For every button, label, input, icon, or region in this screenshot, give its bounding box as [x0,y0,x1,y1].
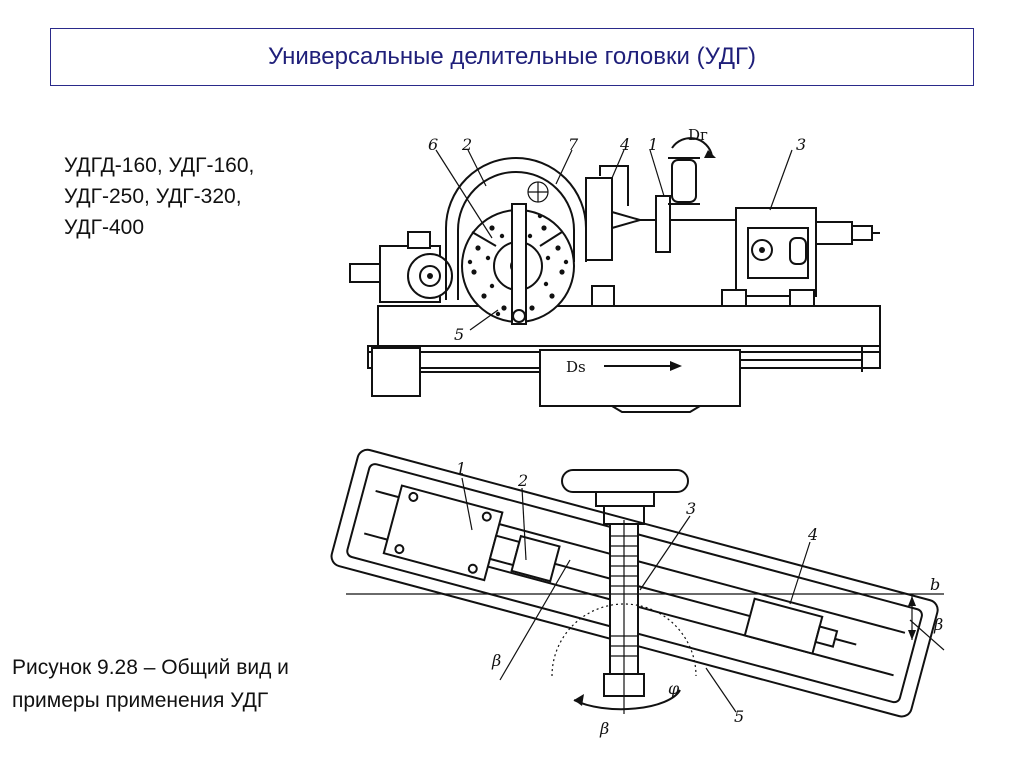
machine-table [377,305,881,347]
figure-caption: Рисунок 9.28 – Общий вид и примеры приме… [12,651,289,717]
feed-label: Ds [566,358,586,376]
callout-label: 2 [461,135,472,154]
caption-line: Рисунок 9.28 – Общий вид и [12,656,289,679]
rotation-label: Dг [688,126,708,144]
callout-label: 6 [428,135,438,154]
axis-label: b [930,575,940,594]
angle-label: φ [668,679,680,698]
caption-line: примеры применения УДГ [12,689,269,712]
plate-holes [467,213,569,317]
callout-label: 7 [568,135,579,154]
angle-label: β [933,615,943,634]
plan-view-drawing: 1 2 3 4 5 β β φ β b [330,448,945,738]
spindle-head [585,177,613,261]
callout-label: 1 [456,459,466,478]
workpiece [655,195,671,253]
top-handwheel [561,469,689,493]
model-line: УДГД-160, УДГ-160, [64,154,255,177]
model-list: УДГД-160, УДГ-160, УДГ-250, УДГ-320, УДГ… [64,150,254,243]
callout-label: 5 [454,325,464,344]
callout-label: 5 [734,707,744,726]
callout-label: 4 [807,525,818,544]
tailstock-quill [815,221,853,245]
gear-cutter [671,159,697,203]
callout-label: 2 [517,471,528,490]
title-box: Универсальные делительные головки (УДГ) [50,28,974,86]
index-crank [511,203,527,325]
angle-label: β [599,719,609,738]
dividing-head [382,484,504,582]
saddle [539,349,741,407]
callout-label: 4 [619,135,630,154]
rotation-arrow [573,689,681,711]
model-line: УДГ-400 [64,216,145,239]
callout-label: 3 [796,135,806,154]
page-title: Универсальные делительные головки (УДГ) [267,43,757,70]
callout-label: 1 [648,135,658,154]
angle-label: β [491,651,501,670]
model-line: УДГ-250, УДГ-320, [64,185,242,208]
gear-guard [445,157,587,300]
callout-label: 3 [686,499,696,518]
feed-handwheel [371,347,421,397]
top-view-drawing: Ds [349,126,881,413]
